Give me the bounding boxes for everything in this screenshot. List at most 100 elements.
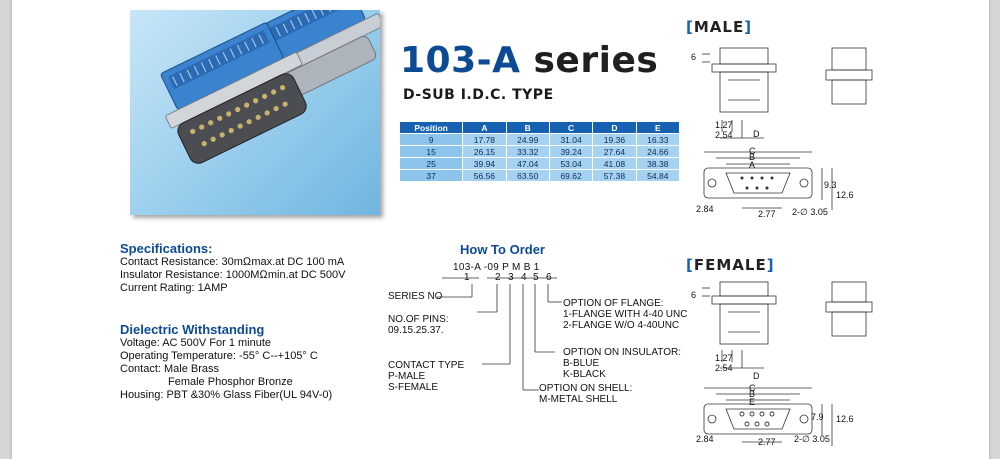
- connector-illustration: [160, 10, 380, 164]
- type-subtitle: D-SUB I.D.C. TYPE: [403, 87, 554, 103]
- col-header: A: [462, 122, 507, 134]
- option-line: CONTACT TYPE: [388, 360, 465, 371]
- table-row: 37 56.56 63.50 69.62 57.38 54.84: [400, 169, 681, 181]
- table-cell: 24.99: [506, 133, 550, 146]
- spec-line: Current Rating: 1AMP: [120, 282, 228, 294]
- dim-label: 6: [691, 290, 697, 300]
- option-line: K-BLACK: [563, 369, 606, 380]
- table-cell: 16.33: [636, 133, 681, 146]
- dielectric-heading: Dielectric Withstanding: [120, 322, 265, 337]
- digit-2: 2: [495, 272, 501, 283]
- dim-label: 1.27: [715, 353, 733, 363]
- table-cell: 63.50: [506, 169, 550, 181]
- order-code: 103-A -09 P M B 1: [453, 262, 540, 273]
- option-line: OPTION OF FLANGE:: [563, 298, 664, 309]
- dim-label: C: [749, 146, 756, 156]
- table-cell: 17.78: [462, 133, 507, 146]
- dim-label: 2.54: [715, 363, 733, 373]
- option-line: OPTION ON INSULATOR:: [563, 347, 681, 358]
- table-cell: 47.04: [506, 157, 550, 170]
- table-cell: 38.38: [636, 157, 681, 170]
- option-line: NO.OF PINS:: [388, 314, 449, 325]
- dielectric-line: Housing: PBT &30% Glass Fiber(UL 94V-0): [120, 389, 333, 401]
- option-line: 2-FLANGE W/O 4-40UNC: [563, 320, 680, 331]
- table-cell: 57.38: [592, 169, 637, 181]
- dim-label: D: [753, 129, 760, 139]
- col-header: E: [636, 122, 681, 134]
- dielectric-line: Female Phosphor Bronze: [168, 376, 293, 388]
- table-cell: 41.08: [592, 157, 637, 170]
- option-line: M-METAL SHELL: [539, 394, 618, 405]
- digit-6: 6: [546, 272, 552, 283]
- digit-3: 3: [508, 272, 514, 283]
- spec-line: Insulator Resistance: 1000MΩmin.at DC 50…: [120, 269, 346, 281]
- series-number: 103-A: [400, 40, 521, 81]
- series-word: series: [533, 40, 659, 81]
- dim-label: 2-∅ 3.05: [792, 207, 828, 217]
- digit-1: 1: [464, 272, 470, 283]
- table-cell: 24.66: [636, 145, 681, 158]
- dim-label: C: [749, 383, 756, 393]
- dim-label: 12.6: [836, 190, 854, 200]
- series-no-label: SERIES NO: [388, 291, 443, 302]
- dim-label: 2.54: [715, 130, 733, 140]
- col-header: D: [592, 122, 637, 134]
- contact-type-option: CONTACT TYPE P-MALE S-FEMALE: [388, 360, 464, 393]
- table-cell: 53.04: [549, 157, 594, 170]
- dim-label: 2.84: [696, 204, 714, 214]
- pins-option: NO.OF PINS: 09.15.25.37.: [388, 314, 449, 336]
- option-line: 09.15.25.37.: [388, 325, 444, 336]
- col-header: C: [549, 122, 594, 134]
- dimension-table: Position A B C D E 9 17.78 24.99 31.04 1…: [400, 122, 681, 181]
- female-label: [FEMALE]: [686, 256, 775, 274]
- dim-label: B: [749, 152, 756, 162]
- dim-label: 12.6: [836, 414, 854, 424]
- flange-option: OPTION OF FLANGE: 1-FLANGE WITH 4-40 UNC…: [563, 298, 687, 331]
- option-line: P-MALE: [388, 371, 426, 382]
- dim-label: 2.77: [758, 209, 776, 219]
- series-title: 103-A series: [400, 40, 658, 81]
- table-cell: 26.15: [462, 145, 507, 158]
- table-cell: 27.64: [592, 145, 637, 158]
- dielectric-line: Operating Temperature: -55° C--+105° C: [120, 350, 318, 362]
- table-cell: 39.94: [462, 157, 507, 170]
- shell-option: OPTION ON SHELL: M-METAL SHELL: [539, 383, 632, 405]
- specifications-list: Contact Resistance: 30mΩmax.at DC 100 mA…: [120, 256, 346, 295]
- table-cell: 56.56: [462, 169, 507, 181]
- col-header: B: [506, 122, 550, 134]
- table-cell: 33.32: [506, 145, 550, 158]
- table-cell: 19.36: [592, 133, 637, 146]
- dielectric-line: Voltage: AC 500V For 1 minute: [120, 337, 272, 349]
- dielectric-list: Voltage: AC 500V For 1 minute Operating …: [120, 337, 332, 402]
- product-photo: [130, 10, 380, 215]
- female-label-text: FEMALE: [693, 256, 767, 274]
- table-row: 9 17.78 24.99 31.04 19.36 16.33: [400, 133, 681, 146]
- female-drawing: [702, 281, 873, 446]
- dim-label: 7.9: [811, 412, 824, 422]
- dim-label: B: [749, 389, 756, 399]
- table-cell: 15: [400, 145, 464, 158]
- specifications-heading: Specifications:: [120, 241, 213, 256]
- dim-label: A: [749, 160, 756, 170]
- dim-label: D: [753, 371, 760, 381]
- dim-label: E: [749, 397, 756, 407]
- dim-label: 2.77: [758, 437, 776, 447]
- dim-label: 2.84: [696, 434, 714, 444]
- table-cell: 25: [400, 157, 464, 170]
- male-label-text: MALE: [693, 18, 745, 36]
- table-row: 15 26.15 33.32 39.24 27.64 24.66: [400, 145, 681, 158]
- dim-label: 9.3: [824, 180, 837, 190]
- dim-label: 2-∅ 3.05: [794, 434, 830, 444]
- table-cell: 54.84: [636, 169, 681, 181]
- table-cell: 69.62: [549, 169, 594, 181]
- table-cell: 37: [400, 169, 464, 181]
- option-line: 1-FLANGE WITH 4-40 UNC: [563, 309, 688, 320]
- option-line: B-BLUE: [563, 358, 600, 369]
- dielectric-line: Contact: Male Brass: [120, 363, 220, 375]
- catalog-sheet: 103-A series D-SUB I.D.C. TYPE Position …: [12, 0, 989, 459]
- male-label: [MALE]: [686, 18, 753, 36]
- spec-line: Contact Resistance: 30mΩmax.at DC 100 mA: [120, 256, 345, 268]
- option-line: OPTION ON SHELL:: [539, 383, 633, 394]
- table-header-row: Position A B C D E: [400, 122, 681, 134]
- how-to-order-heading: How To Order: [460, 242, 545, 257]
